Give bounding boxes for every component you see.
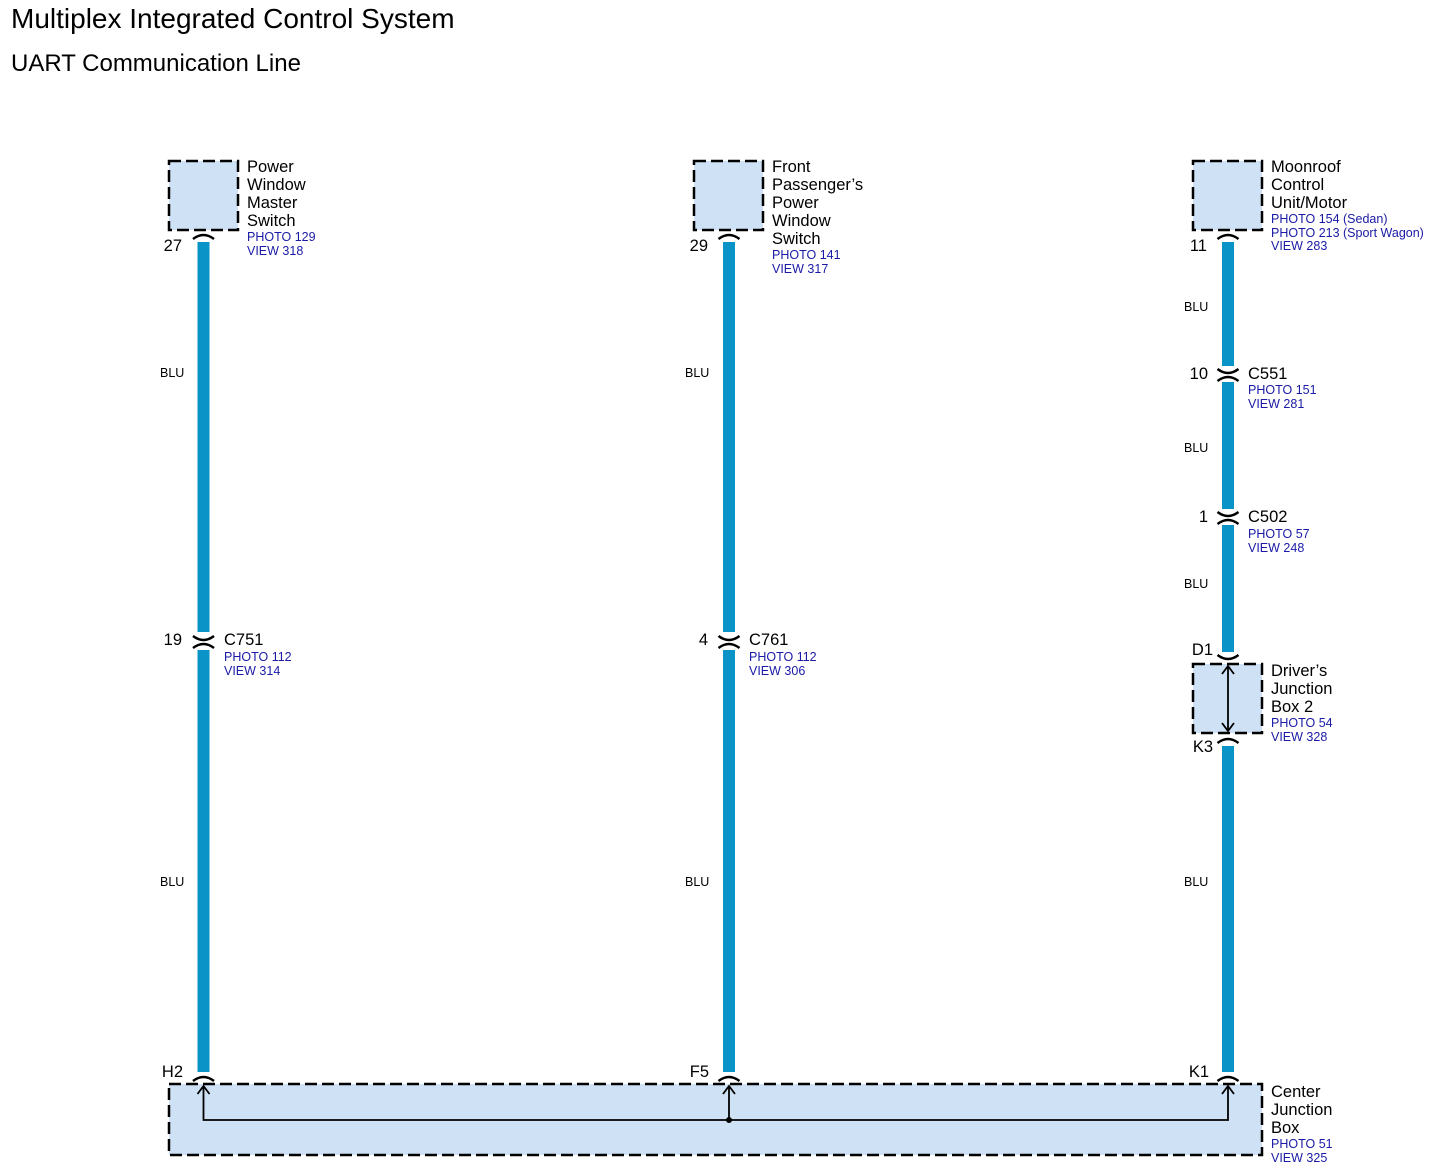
wire-color-label: BLU [685,875,710,889]
page-title: Multiplex Integrated Control System [11,3,455,34]
c751-refs[interactable]: PHOTO 112 VIEW 314 [224,650,292,678]
power-window-master-switch-label: Power Window Master Switch [247,158,306,230]
c761-label: C761 [749,631,789,649]
junction-box-2-internal-path [1221,664,1235,733]
pin-label: K1 [1188,1063,1209,1081]
c551-label: C551 [1248,365,1288,383]
pin-label: H2 [161,1063,183,1081]
power-window-master-switch-box[interactable] [167,159,240,232]
moonroof-unit-refs[interactable]: PHOTO 154 (Sedan) PHOTO 213 (Sport Wagon… [1271,212,1424,253]
c502-label: C502 [1248,508,1288,526]
center-junction-box-refs[interactable]: PHOTO 51 VIEW 325 [1271,1137,1333,1165]
drivers-junction-box-2-label: Driver’s Junction Box 2 [1271,662,1333,716]
c761-refs[interactable]: PHOTO 112 VIEW 306 [749,650,817,678]
moonroof-unit-label: Moonroof Control Unit/Motor [1271,158,1348,212]
pin-label: 4 [698,631,708,649]
wire-color-label: BLU [160,366,185,380]
pin-label: D1 [1191,641,1213,659]
pin-label: 10 [1189,365,1208,383]
power-window-master-switch-refs[interactable]: PHOTO 129 VIEW 318 [247,230,316,258]
front-passenger-switch-box[interactable] [692,159,765,232]
c502-connector-symbol[interactable] [1216,510,1240,526]
pin-label: 27 [163,237,182,255]
pin-h2-terminal [192,1075,215,1083]
c551-refs[interactable]: PHOTO 151 VIEW 281 [1248,383,1317,411]
wire-color-label: BLU [1184,300,1209,314]
pin-label: 1 [1198,508,1208,526]
front-passenger-switch-refs[interactable]: PHOTO 141 VIEW 317 [772,248,841,276]
pin-label: 11 [1189,237,1207,255]
pin-k1-terminal [1216,1075,1240,1083]
wire-color-label: BLU [160,875,185,889]
pin-27-terminal [192,233,215,241]
center-junction-box-label: Center Junction Box [1271,1083,1333,1137]
pin-label: 19 [163,631,182,649]
pin-label: F5 [689,1063,709,1081]
wire-color-label: BLU [685,366,710,380]
center-junction-internal-bus [196,1084,1235,1123]
pin-label: K3 [1192,738,1213,756]
c751-label: C751 [224,631,264,649]
pin-k3-terminal [1216,737,1240,745]
c751-connector-symbol[interactable] [192,634,215,650]
front-passenger-switch-label: Front Passenger’s Power Window Switch [772,158,864,248]
page-subtitle: UART Communication Line [11,50,301,77]
wire-color-label: BLU [1184,875,1209,889]
pin-d1-terminal [1216,653,1240,661]
drivers-junction-box-2-refs[interactable]: PHOTO 54 VIEW 328 [1271,716,1333,744]
c761-connector-symbol[interactable] [717,634,741,650]
pin-11-terminal [1216,233,1240,241]
wire-color-label: BLU [1184,441,1209,455]
pin-f5-terminal [717,1075,741,1083]
pin-29-terminal [717,233,741,241]
pin-label: 29 [689,237,708,255]
moonroof-unit-box[interactable] [1191,159,1264,232]
c502-refs[interactable]: PHOTO 57 VIEW 248 [1248,527,1310,555]
wire-color-label: BLU [1184,577,1209,591]
c551-connector-symbol[interactable] [1216,367,1240,383]
